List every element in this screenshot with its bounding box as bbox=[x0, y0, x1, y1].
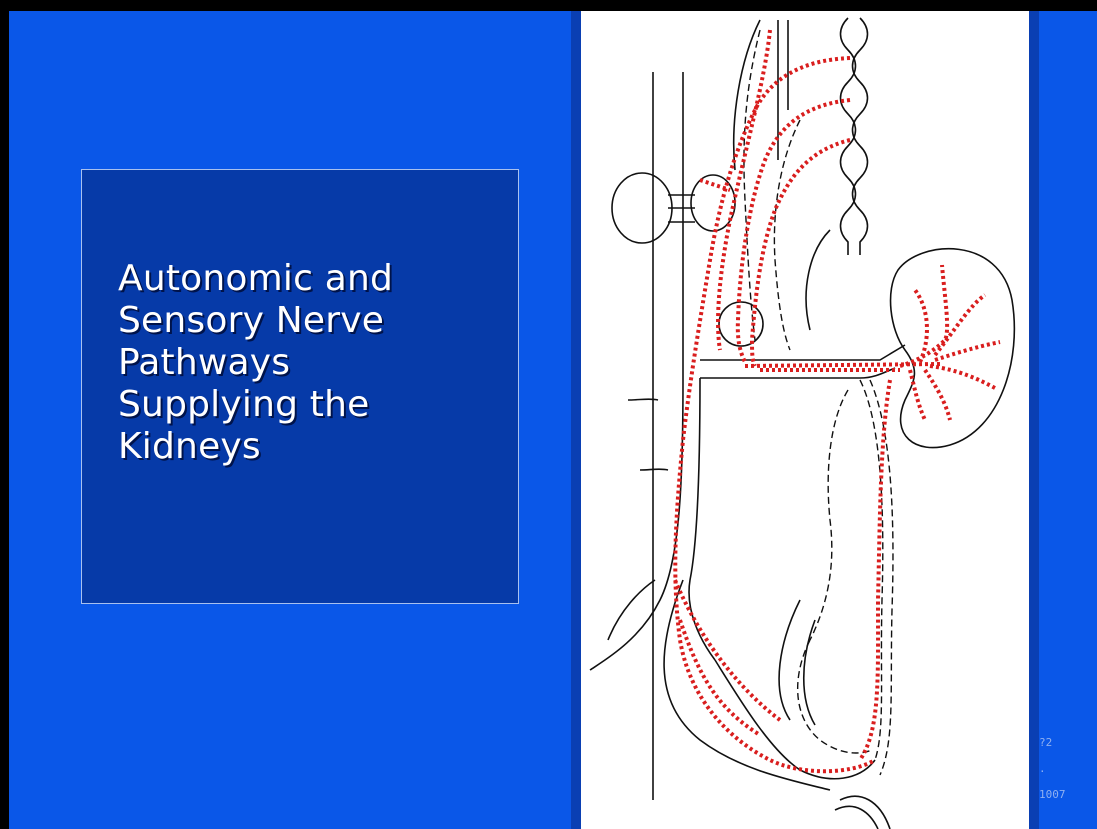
spinal-cord bbox=[653, 20, 788, 800]
title-line: Pathways bbox=[118, 342, 393, 384]
nerve-path bbox=[680, 620, 760, 735]
kidney-nerve-diagram bbox=[571, 11, 1039, 829]
kidney-branch bbox=[930, 366, 995, 388]
nerve-pathways bbox=[675, 30, 1000, 771]
title-box: Autonomic and Sensory Nerve Pathways Sup… bbox=[81, 169, 519, 604]
corner-mark: . bbox=[1039, 756, 1089, 782]
corner-mark: 1007 bbox=[1039, 782, 1089, 808]
celiac-ganglion bbox=[719, 302, 763, 346]
renal-nerve-path bbox=[745, 364, 940, 366]
vessels bbox=[590, 20, 905, 829]
corner-mark: ?2 bbox=[1039, 730, 1089, 756]
ganglia bbox=[612, 173, 763, 346]
title-line: Supplying the bbox=[118, 384, 393, 426]
title-line: Kidneys bbox=[118, 426, 393, 468]
kidney-branch bbox=[910, 370, 925, 420]
title-line: Autonomic and bbox=[118, 258, 393, 300]
kidney-branch bbox=[925, 370, 950, 420]
sympathetic-chain bbox=[841, 18, 868, 255]
dorsal-root-ganglion bbox=[612, 173, 672, 243]
nerve-path-main bbox=[675, 58, 875, 771]
corner-marks: ?2 . 1007 bbox=[1039, 730, 1089, 808]
nerve-path bbox=[752, 140, 850, 366]
kidney bbox=[891, 249, 1015, 448]
title-line: Sensory Nerve bbox=[118, 300, 393, 342]
slide-title: Autonomic and Sensory Nerve Pathways Sup… bbox=[118, 258, 393, 468]
kidney-branch bbox=[915, 290, 927, 362]
nerve-path bbox=[738, 100, 850, 362]
nerve-diagram-panel bbox=[571, 11, 1039, 829]
